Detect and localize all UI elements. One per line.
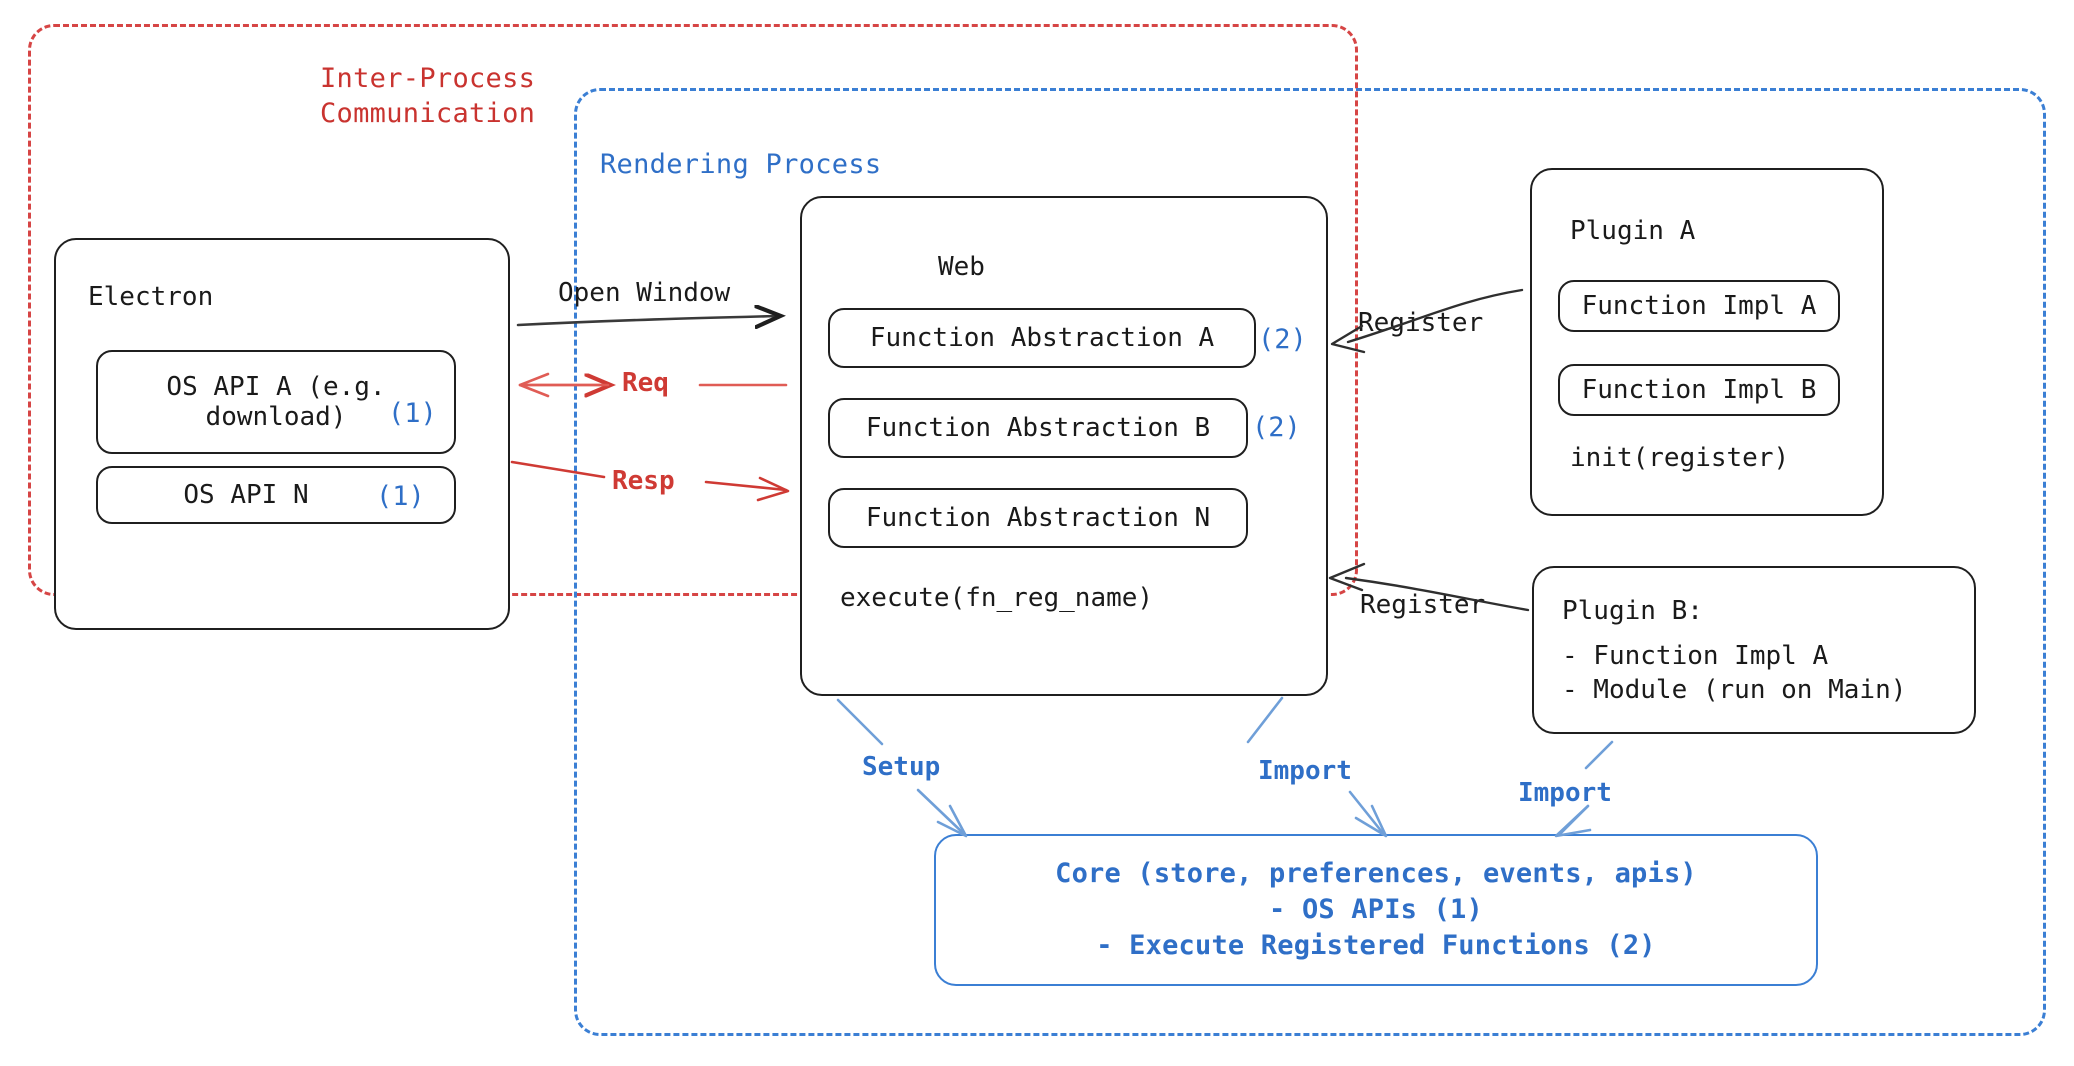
function-impl-b-box[interactable] (1558, 364, 1840, 416)
function-impl-a-box[interactable] (1558, 280, 1840, 332)
core-text: Core (store, preferences, events, apis) … (1055, 858, 1697, 961)
function-abstraction-b-box[interactable] (828, 398, 1248, 458)
core-box[interactable] (934, 834, 1818, 986)
function-abstraction-b-label: Function Abstraction B (828, 398, 1248, 458)
web-title: Web (938, 252, 985, 282)
edge-label-register-bottom: Register (1360, 590, 1486, 620)
os-api-n-marker: (1) (376, 481, 425, 512)
plugin-a-box[interactable] (1530, 168, 1884, 516)
function-impl-b-text: Function Impl B (1581, 375, 1817, 405)
edge-label-req: Req (622, 368, 669, 398)
edge-label-setup: Setup (862, 752, 941, 782)
region-rendering-label: Rendering Process (600, 149, 882, 180)
function-abstraction-n-label: Function Abstraction N (828, 488, 1248, 548)
function-impl-b-label: Function Impl B (1558, 364, 1840, 416)
edge-label-import-web: Import (1258, 756, 1352, 786)
os-api-a-text: OS API A (e.g. download) (166, 372, 386, 432)
os-api-n-box[interactable] (96, 466, 456, 524)
function-abstraction-a-text: Function Abstraction A (869, 323, 1215, 353)
function-abstraction-b-text: Function Abstraction B (865, 413, 1211, 443)
edge-label-resp: Resp (612, 466, 675, 496)
function-abstraction-a-box[interactable] (828, 308, 1256, 368)
function-abstraction-a-label: Function Abstraction A (828, 308, 1256, 368)
function-abstraction-b-marker: (2) (1252, 412, 1301, 443)
plugin-b-box[interactable] (1532, 566, 1976, 734)
os-api-a-label: OS API A (e.g. download) (96, 350, 456, 454)
os-api-n-text: OS API N (183, 480, 309, 510)
function-abstraction-n-box[interactable] (828, 488, 1248, 548)
os-api-a-box[interactable] (96, 350, 456, 454)
edge-label-register-top: Register (1358, 308, 1484, 338)
function-abstraction-n-text: Function Abstraction N (865, 503, 1211, 533)
plugin-a-init-text: init(register) (1570, 443, 1790, 473)
edge-label-open-window: Open Window (558, 278, 731, 308)
plugin-b-title: Plugin B: (1562, 596, 1703, 626)
web-execute-text: execute(fn_reg_name) (840, 583, 1154, 613)
plugin-a-title: Plugin A (1570, 216, 1696, 246)
os-api-a-marker: (1) (388, 398, 437, 429)
function-impl-a-text: Function Impl A (1581, 291, 1817, 321)
region-rendering-process (574, 88, 2046, 1036)
core-text-wrap: Core (store, preferences, events, apis) … (934, 834, 1818, 986)
region-ipc-label: Inter-Process Communication (320, 63, 536, 129)
plugin-b-lines: - Function Impl A - Module (run on Main) (1562, 641, 1907, 705)
function-abstraction-a-marker: (2) (1258, 324, 1307, 355)
edge-label-import-plugin-b: Import (1518, 778, 1612, 808)
os-api-n-label: OS API N (96, 466, 396, 524)
electron-title: Electron (88, 282, 214, 312)
function-impl-a-label: Function Impl A (1558, 280, 1840, 332)
